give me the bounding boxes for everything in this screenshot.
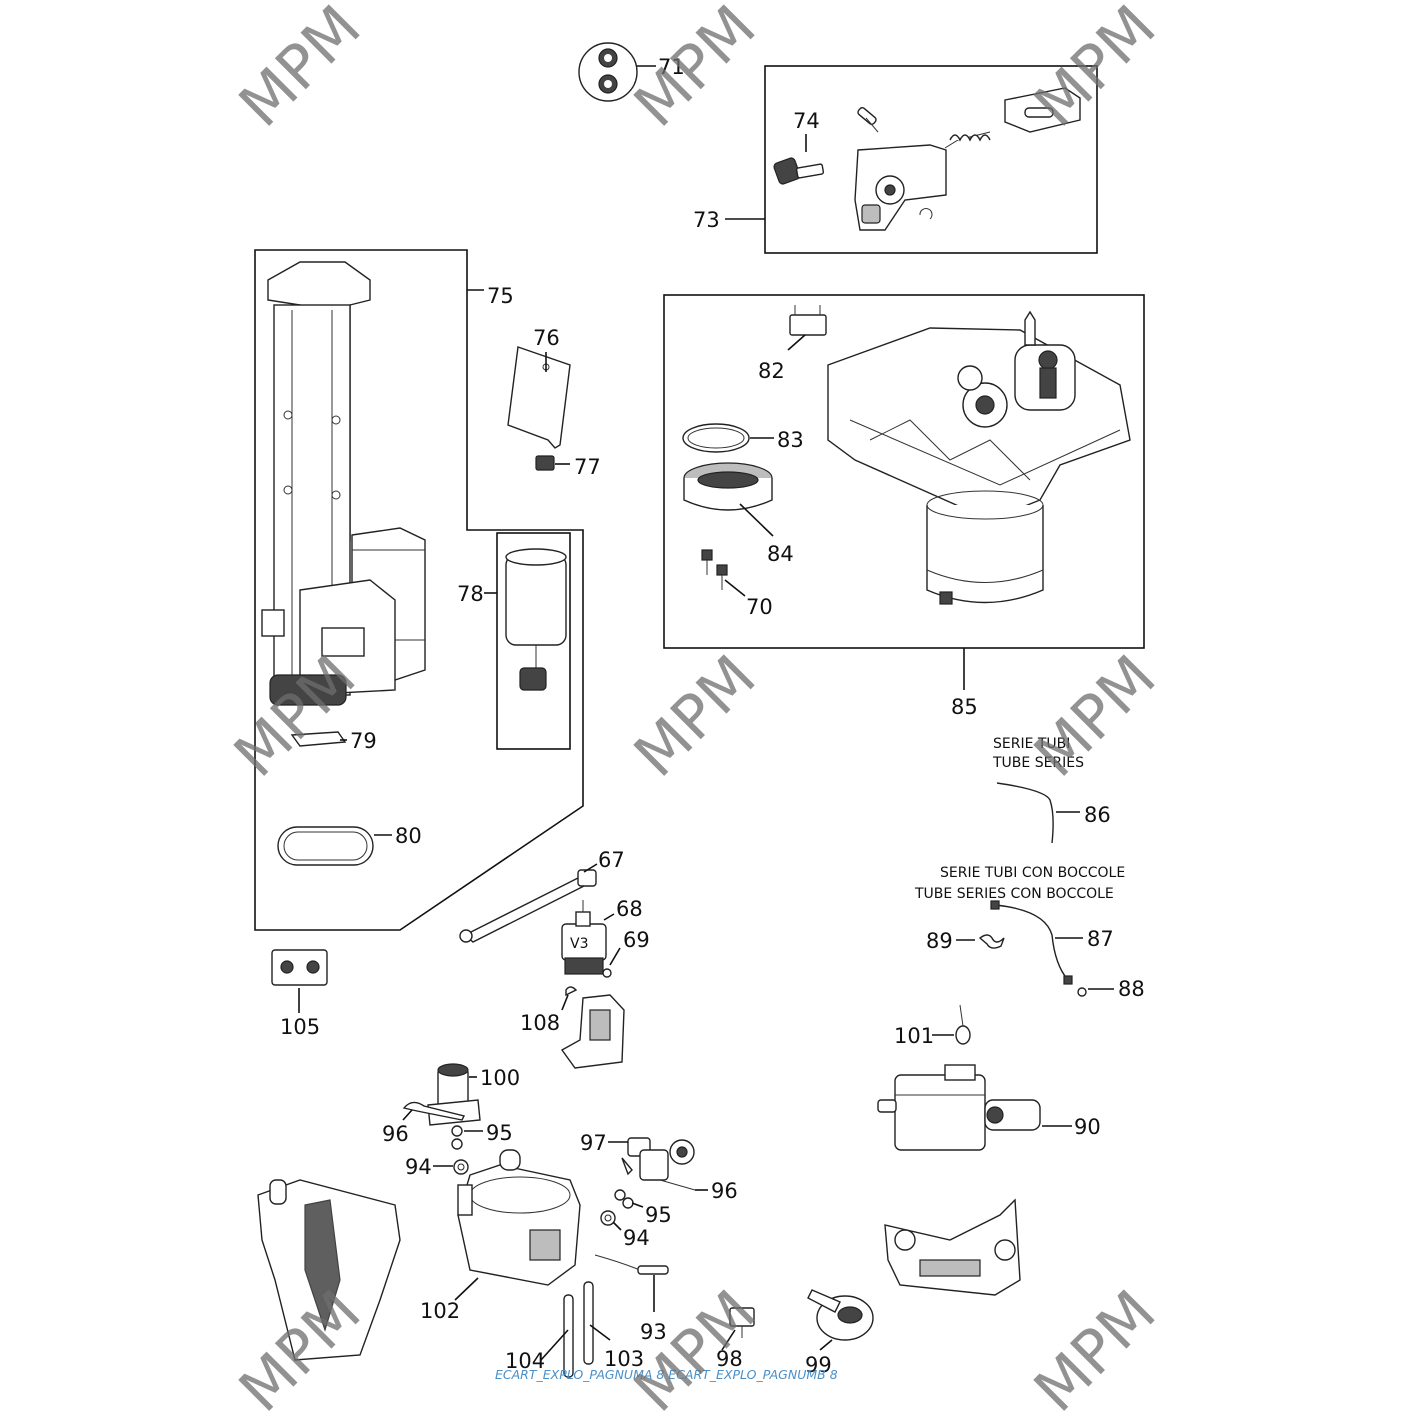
tube-notes: SERIE TUBI TUBE SERIES SERIE TUBI CON BO… bbox=[914, 736, 1125, 902]
part-96-pin-top bbox=[402, 1101, 466, 1121]
label-73: 73 bbox=[693, 208, 720, 232]
part-103-104-pins bbox=[563, 1281, 594, 1378]
footer-page-code: ECART_EXPLO_PAGNUMA 8 ECART_EXPLO_PAGNUM… bbox=[495, 1367, 838, 1382]
label-83: 83 bbox=[777, 428, 804, 452]
label-97: 97 bbox=[580, 1131, 607, 1155]
label-80: 80 bbox=[395, 824, 422, 848]
part-99-valve bbox=[807, 1289, 874, 1341]
watermark-2: MPM bbox=[621, 0, 769, 141]
part-82-microswitch bbox=[789, 305, 827, 336]
label-105: 105 bbox=[280, 1015, 320, 1039]
part-79-spacer bbox=[290, 731, 347, 747]
label-77: 77 bbox=[574, 455, 601, 479]
label-96-top: 96 bbox=[382, 1122, 409, 1146]
label-78: 78 bbox=[457, 582, 484, 606]
part-94-seal-right bbox=[600, 1210, 616, 1226]
part-95-seals-top bbox=[451, 1125, 463, 1150]
part-67-rod bbox=[459, 869, 597, 943]
note-tube-bushings-it: SERIE TUBI CON BOCCOLE bbox=[940, 865, 1125, 881]
frame-85 bbox=[663, 294, 1145, 649]
part-108-support bbox=[560, 986, 625, 1069]
leader-lines bbox=[298, 65, 1114, 1361]
label-93: 93 bbox=[640, 1320, 667, 1344]
part-83-gasket bbox=[682, 423, 750, 453]
note-tube-series-it: SERIE TUBI bbox=[993, 736, 1070, 752]
label-104: 104 bbox=[505, 1349, 545, 1373]
part-94-seal-top bbox=[453, 1159, 469, 1175]
part-90-pump bbox=[877, 1064, 1041, 1151]
part-102-boiler bbox=[457, 1149, 581, 1286]
part-95-seals-right bbox=[614, 1189, 634, 1209]
label-95-right: 95 bbox=[645, 1203, 672, 1227]
label-79: 79 bbox=[350, 729, 377, 753]
label-85: 85 bbox=[951, 695, 978, 719]
valve-mark: V3 bbox=[570, 936, 588, 952]
label-100: 100 bbox=[480, 1066, 520, 1090]
label-88: 88 bbox=[1118, 977, 1145, 1001]
label-99: 99 bbox=[805, 1353, 832, 1377]
part-87-tube bbox=[990, 900, 1073, 985]
part-84-filter bbox=[683, 462, 773, 511]
label-67: 67 bbox=[598, 848, 625, 872]
label-70: 70 bbox=[746, 595, 773, 619]
part-77-clip bbox=[535, 455, 555, 471]
part-69-oring bbox=[602, 968, 612, 978]
label-76: 76 bbox=[533, 326, 560, 350]
part-water-tank-holder bbox=[257, 1179, 401, 1361]
label-98: 98 bbox=[716, 1347, 743, 1371]
part-73-lever-group bbox=[773, 87, 1081, 231]
label-74: 74 bbox=[793, 109, 820, 133]
label-96-right: 96 bbox=[711, 1179, 738, 1203]
assembly-frames bbox=[254, 65, 1145, 931]
part-76-board bbox=[507, 346, 571, 449]
label-84: 84 bbox=[767, 542, 794, 566]
label-94-right: 94 bbox=[623, 1226, 650, 1250]
part-70-screws bbox=[701, 549, 728, 590]
part-74-knob bbox=[773, 157, 825, 185]
part-80-belt bbox=[277, 826, 374, 866]
label-68: 68 bbox=[616, 897, 643, 921]
label-69: 69 bbox=[623, 928, 650, 952]
label-108: 108 bbox=[520, 1011, 560, 1035]
part-88-oring bbox=[1077, 987, 1087, 997]
part-85-brew-unit bbox=[682, 305, 1131, 605]
watermark-9: MPM bbox=[1021, 1277, 1169, 1422]
watermark-1: MPM bbox=[226, 0, 374, 141]
part-93-sensor bbox=[594, 1254, 669, 1275]
label-101: 101 bbox=[894, 1024, 934, 1048]
part-71-disc bbox=[578, 42, 638, 102]
part-97-fitting bbox=[621, 1137, 696, 1191]
part-100-connector bbox=[427, 1063, 481, 1126]
part-98-switch bbox=[729, 1307, 755, 1338]
part-75-drive-column bbox=[261, 261, 426, 706]
part-105-block bbox=[271, 949, 328, 986]
label-103: 103 bbox=[604, 1347, 644, 1371]
part-89-clip bbox=[978, 934, 1005, 949]
label-90: 90 bbox=[1074, 1115, 1101, 1139]
label-89: 89 bbox=[926, 929, 953, 953]
watermark-5: MPM bbox=[621, 642, 769, 790]
note-tube-bushings-en: TUBE SERIES CON BOCCOLE bbox=[914, 886, 1114, 902]
part-101-sensor bbox=[955, 1004, 971, 1045]
frame-78 bbox=[496, 532, 571, 750]
part-labels: 71 74 73 75 76 77 82 83 84 70 78 85 79 8… bbox=[280, 55, 1145, 1377]
note-tube-series-en: TUBE SERIES bbox=[992, 755, 1084, 771]
part-86-tube bbox=[996, 782, 1054, 844]
label-71: 71 bbox=[658, 55, 685, 79]
label-94-top: 94 bbox=[405, 1155, 432, 1179]
label-95-top: 95 bbox=[486, 1121, 513, 1145]
label-86: 86 bbox=[1084, 803, 1111, 827]
label-82: 82 bbox=[758, 359, 785, 383]
frame-73 bbox=[764, 65, 1098, 254]
label-102: 102 bbox=[420, 1299, 460, 1323]
frame-75 bbox=[254, 249, 584, 931]
label-87: 87 bbox=[1087, 927, 1114, 951]
part-78-motor bbox=[505, 548, 567, 691]
part-68-valve: V3 bbox=[561, 900, 607, 975]
label-75: 75 bbox=[487, 284, 514, 308]
part-bracket bbox=[884, 1198, 1021, 1296]
